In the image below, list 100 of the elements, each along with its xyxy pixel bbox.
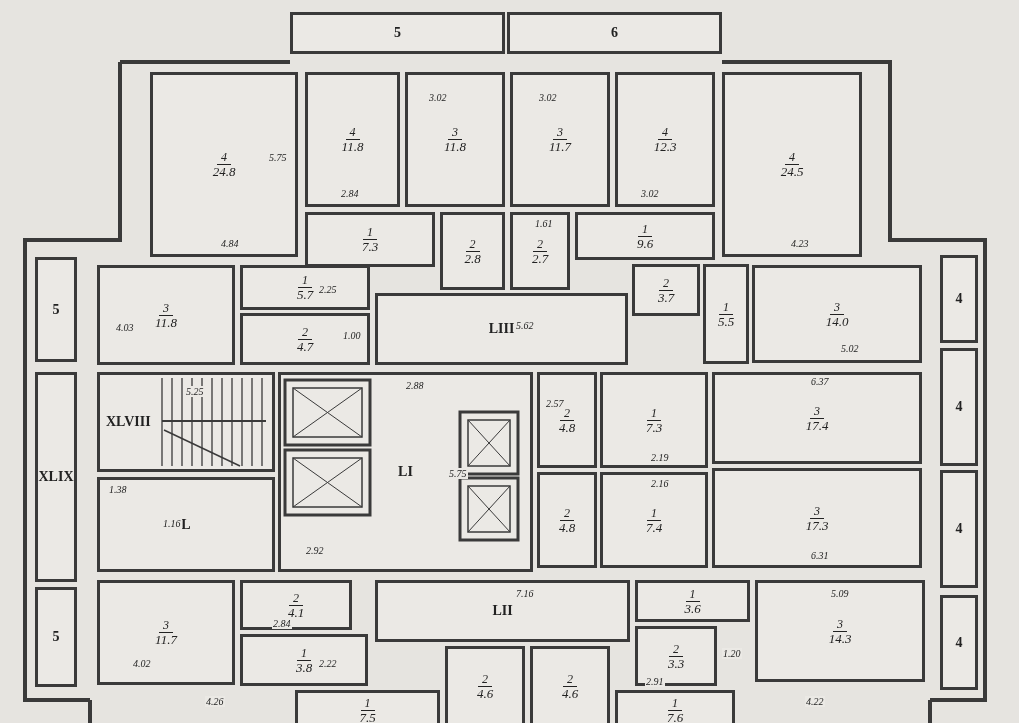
room-area: 2.7 bbox=[531, 251, 549, 266]
room-label: 4 bbox=[955, 522, 963, 536]
room-area: 3.6 bbox=[684, 601, 701, 616]
balcony bbox=[940, 255, 978, 343]
room-number: 2 bbox=[560, 505, 574, 521]
balcony bbox=[940, 595, 978, 690]
dimension-label: 1.00 bbox=[342, 330, 362, 341]
room-number: 3 bbox=[159, 300, 173, 316]
balcony bbox=[703, 264, 749, 364]
room-number: 2 bbox=[478, 671, 492, 687]
room-outline bbox=[405, 72, 505, 207]
dimension-label: 2.84 bbox=[340, 188, 360, 199]
room-number: 1 bbox=[638, 221, 652, 237]
dimension-label: 1.20 bbox=[722, 648, 742, 659]
room-number: 2 bbox=[465, 236, 480, 252]
room-area: 24.5 bbox=[780, 165, 804, 179]
room-number: 2 bbox=[563, 671, 577, 687]
room-area: 24.8 bbox=[212, 165, 236, 179]
room-label: L bbox=[181, 517, 191, 532]
room-outline bbox=[150, 72, 298, 257]
room-outline bbox=[712, 468, 922, 568]
dimension-label: 5.25 bbox=[185, 386, 205, 397]
room-number: 1 bbox=[647, 505, 661, 521]
dimension-label: 2.57 bbox=[545, 398, 565, 409]
room-area: 14.0 bbox=[825, 314, 849, 329]
room-area: 4.6 bbox=[476, 686, 494, 701]
room-area: 9.6 bbox=[636, 236, 654, 251]
balcony bbox=[940, 470, 978, 588]
room-area: 4.6 bbox=[561, 686, 579, 701]
room-area: 4.8 bbox=[558, 420, 576, 435]
room-outline bbox=[600, 472, 708, 568]
room-area: 11.8 bbox=[155, 315, 177, 330]
dimension-label: 4.22 bbox=[805, 696, 825, 707]
dimension-label: 3.02 bbox=[538, 92, 558, 103]
room-outline bbox=[510, 72, 610, 207]
corridor-area bbox=[375, 293, 628, 365]
room-outline bbox=[615, 72, 715, 207]
dimension-label: 6.37 bbox=[810, 376, 830, 387]
room-label: LIII bbox=[488, 322, 515, 336]
dimension-label: 3.02 bbox=[640, 188, 660, 199]
room-area: 3.3 bbox=[667, 656, 685, 671]
dimension-label: 3.02 bbox=[428, 92, 448, 103]
dimension-label: 5.75 bbox=[268, 152, 288, 163]
room-number: 1 bbox=[719, 299, 733, 315]
balcony bbox=[35, 372, 77, 582]
room-label: LI bbox=[398, 465, 413, 479]
room-label: 5 bbox=[52, 302, 60, 317]
room-outline bbox=[445, 646, 525, 723]
room-number: 4 bbox=[217, 150, 231, 165]
room-outline bbox=[600, 372, 708, 468]
room-outline bbox=[240, 265, 370, 310]
room-number: 4 bbox=[658, 125, 672, 140]
dimension-label: 4.84 bbox=[220, 238, 240, 249]
dimension-label: 2.19 bbox=[650, 452, 670, 463]
room-outline bbox=[575, 212, 715, 260]
room-area: 5.5 bbox=[717, 314, 735, 329]
room-outline bbox=[240, 313, 370, 365]
room-label: XLIX bbox=[38, 470, 74, 484]
room-area: 11.7 bbox=[155, 633, 177, 647]
dimension-label: 2.92 bbox=[305, 545, 325, 556]
dimension-label: 2.88 bbox=[405, 380, 425, 391]
room-area: 17.4 bbox=[805, 418, 829, 433]
dimension-label: 4.02 bbox=[132, 658, 152, 669]
balcony bbox=[35, 257, 77, 362]
room-outline bbox=[240, 634, 368, 686]
room-number: 2 bbox=[659, 275, 673, 291]
dimension-label: 6.31 bbox=[810, 550, 830, 561]
corridor-area bbox=[507, 12, 722, 54]
room-area: 14.3 bbox=[828, 631, 852, 646]
dimension-label: 2.91 bbox=[645, 676, 665, 687]
dimension-label: 4.23 bbox=[790, 238, 810, 249]
room-area: 11.8 bbox=[341, 140, 364, 154]
room-number: 1 bbox=[297, 645, 311, 661]
room-number: 3 bbox=[448, 125, 462, 140]
room-number: 1 bbox=[298, 273, 312, 288]
room-area: 3.8 bbox=[295, 660, 313, 675]
room-number: 3 bbox=[553, 125, 567, 140]
balcony bbox=[35, 587, 77, 687]
room-number: 4 bbox=[785, 150, 799, 165]
room-area: 2.8 bbox=[464, 251, 481, 266]
room-area: 11.7 bbox=[549, 140, 571, 154]
corridor-area bbox=[375, 580, 630, 642]
room-outline bbox=[635, 580, 750, 622]
room-area: 11.8 bbox=[444, 140, 466, 154]
room-outline bbox=[97, 265, 235, 365]
room-label: 4 bbox=[955, 292, 963, 306]
room-number: 1 bbox=[360, 695, 375, 711]
dimension-label: 1.16 bbox=[162, 518, 182, 529]
room-outline bbox=[440, 212, 505, 290]
corridor-area bbox=[97, 477, 275, 572]
room-outline bbox=[755, 580, 925, 682]
room-outline bbox=[615, 690, 735, 723]
room-area: 7.3 bbox=[361, 240, 379, 254]
room-label: 4 bbox=[955, 635, 963, 650]
room-outline bbox=[632, 264, 700, 316]
room-area: 4.1 bbox=[287, 605, 305, 620]
room-number: 1 bbox=[685, 586, 700, 602]
room-label: 5 bbox=[394, 26, 401, 40]
room-area: 7.5 bbox=[359, 710, 376, 723]
room-number: 3 bbox=[830, 299, 844, 315]
